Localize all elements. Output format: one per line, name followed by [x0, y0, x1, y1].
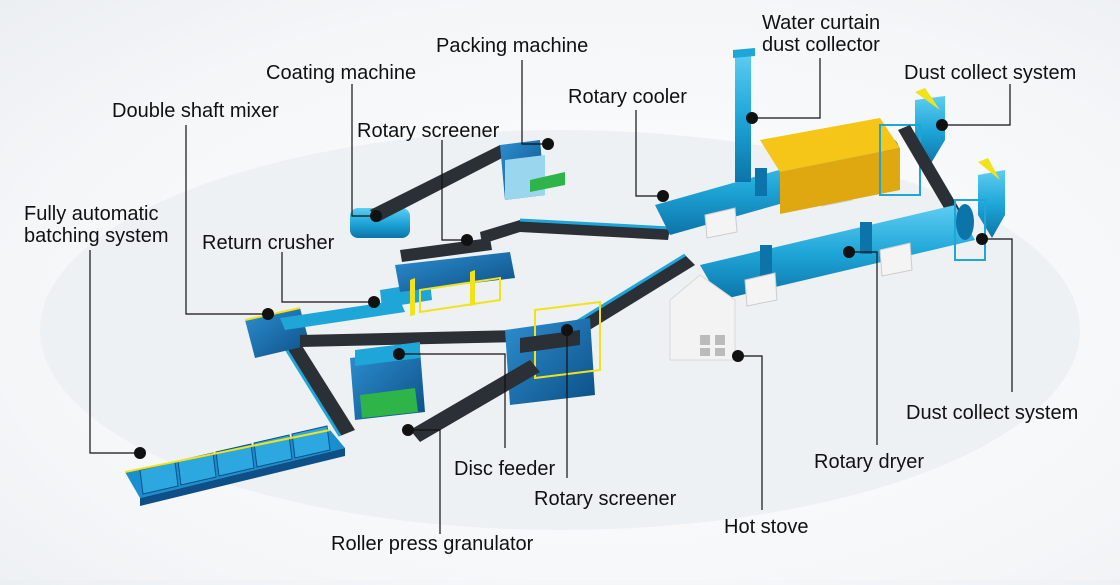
rotary-dryer: [700, 204, 975, 307]
label-rotary-dryer: Rotary dryer: [814, 451, 925, 473]
label-dust-collect-top: Dust collect system: [904, 62, 1077, 84]
label-water-curtain-line2: dust collector: [762, 34, 880, 56]
dust-collect-bottom: [954, 158, 1005, 261]
label-coating-machine: Coating machine: [266, 62, 417, 84]
label-rotary-screener-top: Rotary screener: [357, 120, 500, 142]
mixer-crusher-area: [244, 282, 522, 358]
label-roller-press-granulator: Roller press granulator: [331, 533, 534, 555]
batching-system: [124, 425, 345, 506]
label-hot-stove: Hot stove: [724, 516, 809, 538]
label-double-shaft-mixer: Double shaft mixer: [112, 100, 279, 122]
disc-feeder-roller-press: [350, 342, 540, 442]
label-return-crusher: Return crusher: [202, 232, 335, 254]
label-water-curtain-line1: Water curtain: [762, 12, 881, 34]
hot-stove: [669, 274, 736, 361]
conveyor-right: [898, 125, 960, 215]
label-rotary-cooler: Rotary cooler: [568, 86, 687, 108]
leader-lines: [89, 58, 1013, 534]
label-disc-feeder: Disc feeder: [454, 458, 556, 480]
water-curtain-dust-collector: [733, 48, 900, 214]
label-packing-machine: Packing machine: [436, 35, 589, 57]
conveyor-to-dryer: [559, 253, 695, 342]
conveyor-to-cooler: [480, 218, 671, 244]
label-water-curtain: Water curtain dust collector: [762, 12, 880, 56]
label-dust-collect-bottom: Dust collect system: [906, 402, 1079, 424]
coating-and-packing: [350, 140, 565, 238]
label-fully-automatic-line1: Fully automatic: [24, 203, 159, 225]
rotary-screener-bottom: [505, 300, 601, 405]
label-fully-automatic-line2: batching system: [24, 225, 169, 247]
label-rotary-screener-bottom: Rotary screener: [534, 488, 677, 510]
label-fully-automatic: Fully automatic batching system: [24, 203, 169, 247]
label-dots: [134, 112, 988, 459]
